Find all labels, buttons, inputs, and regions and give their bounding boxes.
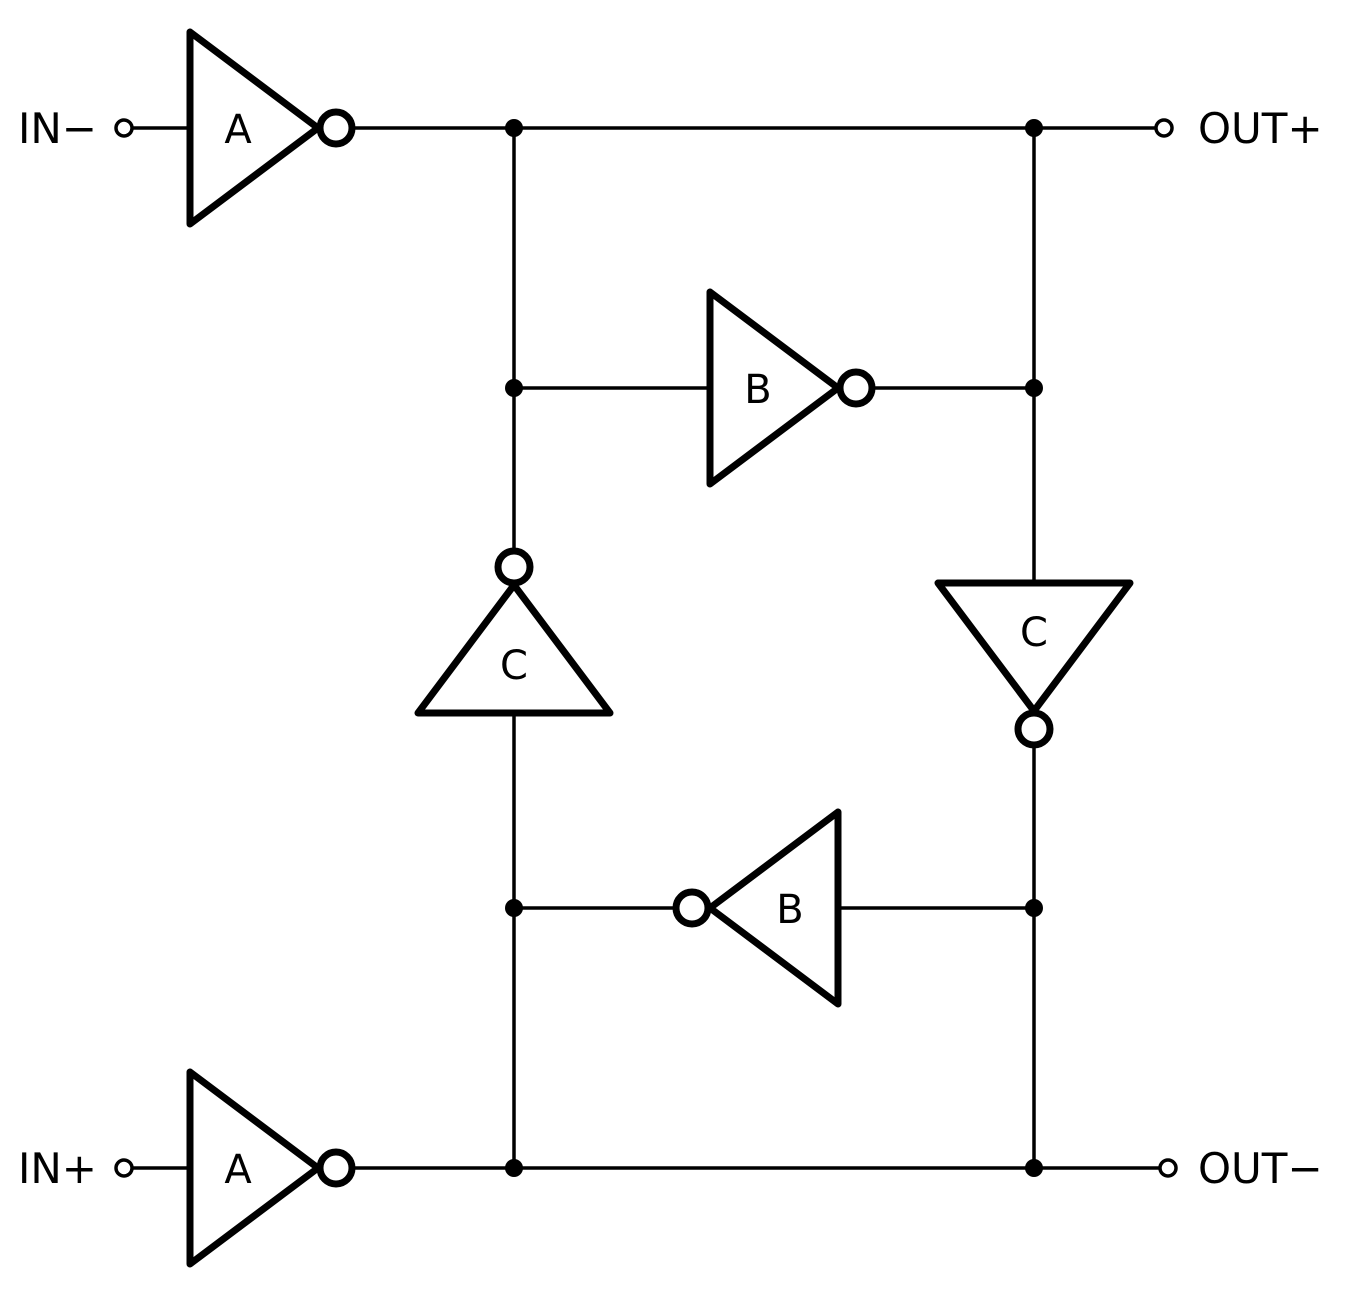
junction-b-top-right [1025,379,1043,397]
inverter-b-bottom-bubble [672,888,712,928]
label-out-minus: OUT− [1198,1144,1323,1193]
junction-bottom-right [1025,1159,1043,1177]
inverter-b-top-label: B [744,367,771,413]
terminals [114,118,1178,1178]
inverter-a-bottom-bubble [316,1148,356,1188]
label-in-plus: IN+ [18,1144,97,1193]
inverter-b-top-body [706,288,842,488]
inverter-b-top-bubble [836,368,876,408]
inverter-a-top-bubble [316,108,356,148]
inverter-c-left: C [414,547,614,717]
inverter-a-top-body [186,28,322,228]
label-out-plus: OUT+ [1198,104,1323,153]
junction-b-top-left [505,379,523,397]
inverter-c-right: C [934,579,1134,749]
junction-b-bottom-right [1025,899,1043,917]
inverter-a-top: A [186,28,356,228]
inverter-a-bottom-body [186,1068,322,1268]
junction-top-right [1025,119,1043,137]
inverter-c-left-body [414,581,614,717]
inverter-c-right-body [934,579,1134,715]
inverter-a-bottom-label: A [224,1147,252,1193]
inverter-c-right-label: C [1020,610,1048,656]
inverter-c-right-bubble [1014,709,1054,749]
junction-top-left [505,119,523,137]
inverter-b-top: B [706,288,876,488]
inverter-a-top-label: A [224,107,252,153]
junction-b-bottom-left [505,899,523,917]
inverter-c-left-label: C [500,643,528,689]
terminal-in-plus [114,1158,134,1178]
inverter-b-bottom-label: B [776,887,803,933]
label-in-minus: IN− [18,104,97,153]
junctions [505,119,1043,1177]
terminal-out-minus [1158,1158,1178,1178]
inverter-b-bottom: B [672,808,842,1008]
inverter-c-left-bubble [494,547,534,587]
junction-bottom-left [505,1159,523,1177]
terminal-out-plus [1154,118,1174,138]
terminal-in-minus [114,118,134,138]
inverter-b-bottom-body [706,808,842,1008]
inverter-a-bottom: A [186,1068,356,1268]
